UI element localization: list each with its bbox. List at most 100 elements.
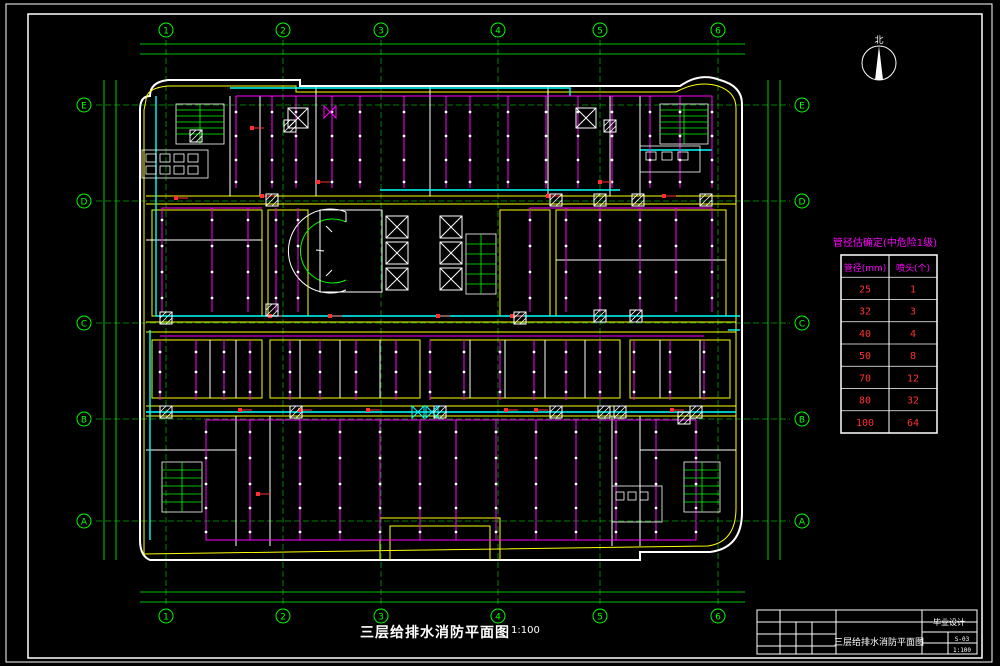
- sprinkler-head: [668, 370, 672, 374]
- sprinkler-head: [294, 134, 298, 138]
- sprinkler-head: [234, 180, 238, 184]
- riser-marker: [534, 408, 538, 412]
- sprinkler-head: [210, 270, 214, 274]
- stair-southeast: [683, 461, 721, 513]
- sprinkler-head: [160, 296, 164, 300]
- column-hatch: [637, 199, 645, 207]
- sprinkler-head: [598, 350, 602, 354]
- sprinkler-head: [402, 134, 406, 138]
- sprinkler-head: [298, 482, 302, 486]
- column-hatch: [195, 135, 203, 143]
- grid-bubble-col: [592, 608, 608, 624]
- column-hatch: [165, 411, 173, 419]
- sprinkler-head: [428, 390, 432, 394]
- sprinkler-head: [654, 482, 658, 486]
- sprinkler-head: [246, 218, 250, 222]
- sprinkler-head: [402, 110, 406, 114]
- column-hatch: [613, 405, 621, 413]
- sprinkler-head: [564, 370, 568, 374]
- column-hatch: [519, 317, 527, 325]
- pipe-table-heads: 4: [910, 329, 916, 340]
- sprinkler-head: [610, 158, 614, 162]
- sprinkler-head: [378, 482, 382, 486]
- pipe-table-heads: 32: [907, 396, 919, 407]
- grid-bubble-row: [794, 193, 810, 209]
- riser-marker: [316, 180, 320, 184]
- sprinkler-head: [402, 158, 406, 162]
- sprinkler-head: [564, 244, 568, 248]
- sprinkler-head: [678, 134, 682, 138]
- sprinkler-head: [270, 134, 274, 138]
- sprinkler-head: [294, 110, 298, 114]
- sprinkler-head: [598, 270, 602, 274]
- sprinkler-head: [494, 506, 498, 510]
- grid-label-col: 6: [715, 27, 721, 37]
- sprinkler-head: [248, 350, 252, 354]
- sprinkler-head: [694, 506, 698, 510]
- sprinkler-head: [544, 158, 548, 162]
- sprinkler-head: [288, 350, 292, 354]
- sprinkler-head: [248, 430, 252, 434]
- sprinkler-head: [638, 218, 642, 222]
- sprinkler-head: [528, 244, 532, 248]
- sprinkler-head: [678, 180, 682, 184]
- column-hatch: [283, 119, 291, 127]
- column-hatch: [593, 309, 601, 317]
- sprinkler-head: [702, 390, 706, 394]
- column-hatch: [599, 315, 607, 323]
- riser-marker: [260, 194, 264, 198]
- sprinkler-head: [564, 218, 568, 222]
- grid-label-col: 1: [163, 27, 169, 37]
- sprinkler-head: [638, 296, 642, 300]
- sprinkler-head: [222, 350, 226, 354]
- sprinkler-head: [358, 180, 362, 184]
- riser-marker: [436, 314, 440, 318]
- riser-marker: [670, 408, 674, 412]
- sprinkler-head: [674, 244, 678, 248]
- sprinkler-head: [338, 456, 342, 460]
- sprinkler-head: [574, 430, 578, 434]
- sprinkler-head: [330, 158, 334, 162]
- sprinkler-head: [378, 506, 382, 510]
- sprinkler-head: [694, 456, 698, 460]
- sprinkler-head: [598, 296, 602, 300]
- column-hatch: [635, 315, 643, 323]
- riser-marker: [510, 314, 514, 318]
- riser-marker: [504, 408, 508, 412]
- sprinkler-head: [160, 244, 164, 248]
- sprinkler-head: [544, 110, 548, 114]
- sprinkler-head: [248, 482, 252, 486]
- sprinkler-head: [528, 270, 532, 274]
- sprinkler-head: [694, 482, 698, 486]
- column-hatch: [597, 405, 611, 419]
- sprinkler-head: [274, 244, 278, 248]
- north-arrow: 北: [861, 35, 897, 81]
- column-hatch: [699, 193, 713, 207]
- sprinkler-head: [668, 350, 672, 354]
- sprinkler-head: [598, 370, 602, 374]
- sprinkler-head: [534, 482, 538, 486]
- grid-bubble-row: [76, 513, 92, 529]
- sprinkler-head: [468, 110, 472, 114]
- sprinkler-head: [204, 530, 208, 534]
- sprinkler-head: [454, 456, 458, 460]
- sprinkler-head: [574, 456, 578, 460]
- sprinkler-heads: [158, 110, 714, 534]
- pipe-table-heads: 64: [907, 418, 919, 429]
- column-hatch: [629, 309, 637, 317]
- sprinkler-head: [204, 430, 208, 434]
- column-hatch: [631, 193, 639, 201]
- sprinkler-head: [614, 482, 618, 486]
- grid-bubble-col: [158, 608, 174, 624]
- riser-marker: [174, 196, 178, 200]
- sprinkler-head: [298, 430, 302, 434]
- sprinkler-head: [294, 180, 298, 184]
- sprinkler-head: [534, 530, 538, 534]
- sprinkler-head: [160, 218, 164, 222]
- drawing-frame-inner: [27, 13, 983, 659]
- sprinkler-head: [614, 530, 618, 534]
- column-hatch: [289, 125, 297, 133]
- sprinkler-head: [248, 390, 252, 394]
